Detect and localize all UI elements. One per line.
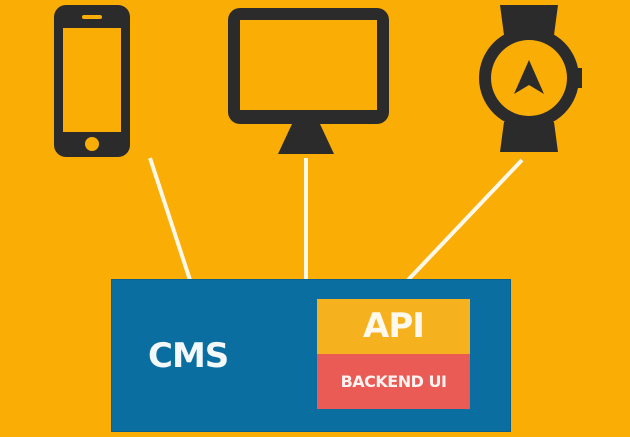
cms-label: CMS [148,336,229,376]
smartphone-icon [54,5,130,157]
backend-ui-box: BACKEND UI [317,354,470,409]
monitor-icon [228,8,389,154]
connector-watch [406,158,524,282]
api-box: API [317,299,470,354]
connector-phone [148,157,192,281]
smartwatch-icon [479,5,582,152]
